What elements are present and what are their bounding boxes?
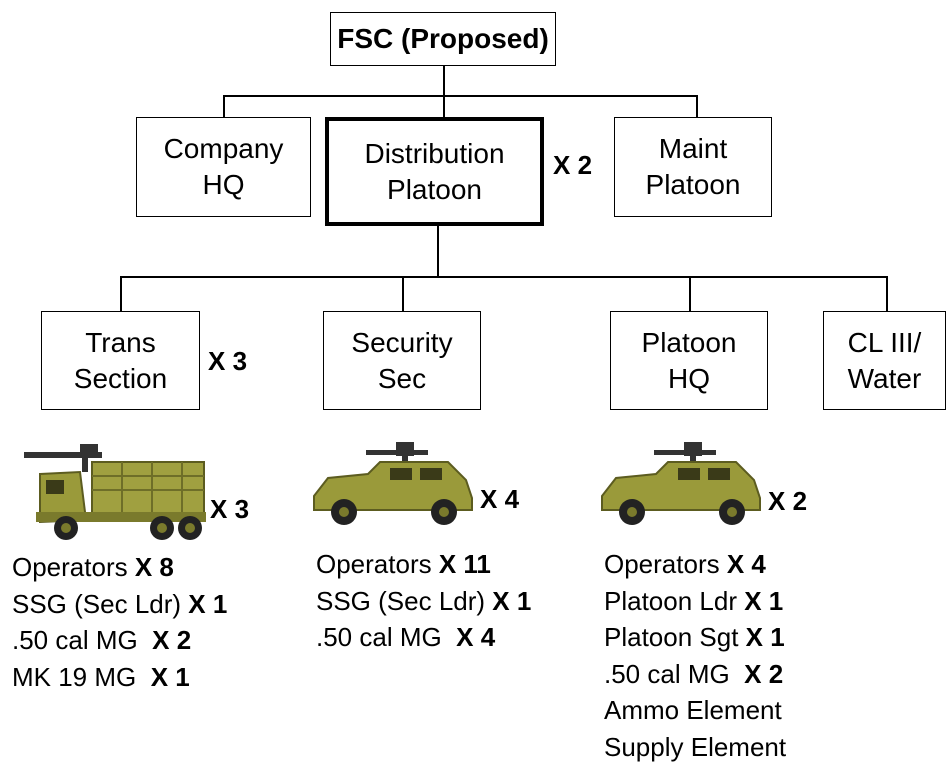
distribution-multiplier: X 2: [553, 150, 593, 180]
trans-personnel-list: Operators X 8 SSG (Sec Ldr) X 1 .50 cal …: [12, 549, 227, 695]
cl3-water-line2: Water: [847, 362, 922, 394]
security-humvee-icon: [313, 442, 473, 525]
list-item: .50 cal MG X 2: [604, 658, 784, 689]
list-item: MK 19 MG X 1: [12, 661, 190, 692]
maint-platoon-box: Maint Platoon: [614, 117, 772, 217]
platoon-hq-line1: Platoon: [641, 326, 737, 358]
connector-level2-horizontal: [223, 95, 697, 97]
maint-platoon-line2: Platoon: [645, 169, 741, 200]
company-hq-line1: Company: [163, 133, 284, 164]
distribution-platoon-line1: Distribution: [364, 137, 505, 169]
distribution-platoon-box: Distribution Platoon: [325, 117, 544, 226]
trans-section-box: Trans Section: [41, 311, 200, 410]
hq-personnel-list: Operators X 4 Platoon Ldr X 1 Platoon Sg…: [604, 546, 786, 765]
list-item: Ammo Element: [604, 695, 782, 725]
list-item: Platoon Sgt X 1: [604, 622, 785, 652]
list-item: Platoon Ldr X 1: [604, 585, 784, 616]
connector-cl3: [886, 276, 888, 312]
company-hq-line2: HQ: [202, 169, 245, 200]
company-hq-box: Company HQ: [136, 117, 311, 217]
cargo-truck-icon: [24, 444, 206, 540]
security-sec-line2: Sec: [377, 362, 427, 394]
connector-maint: [696, 95, 698, 117]
security-sec-line1: Security: [351, 326, 453, 358]
hq-humvee-multiplier: X 2: [768, 486, 808, 516]
connector-trans: [120, 276, 122, 312]
connector-level3-horizontal: [120, 276, 888, 278]
trans-section-line1: Trans: [85, 326, 156, 358]
connector-company-hq: [223, 95, 225, 117]
list-item: SSG (Sec Ldr) X 1: [12, 588, 228, 619]
security-humvee-multiplier: X 4: [480, 484, 520, 514]
security-sec-box: Security Sec: [323, 311, 481, 410]
hq-humvee-icon: [601, 442, 761, 525]
connector-platoon-hq: [689, 276, 691, 312]
platoon-hq-box: Platoon HQ: [610, 311, 768, 410]
list-item: .50 cal MG X 4: [316, 622, 496, 652]
cl3-water-line1: CL III/: [847, 326, 922, 358]
distribution-platoon-line2: Platoon: [387, 173, 482, 205]
trans-multiplier: X 3: [208, 346, 248, 376]
trans-section-line2: Section: [73, 362, 168, 394]
security-personnel-list: Operators X 11 SSG (Sec Ldr) X 1 .50 cal…: [316, 546, 531, 656]
maint-platoon-line1: Maint: [658, 133, 728, 164]
list-item: Operators X 11: [316, 549, 491, 579]
list-item: .50 cal MG X 2: [12, 625, 192, 655]
list-item: Operators X 8: [12, 552, 174, 582]
connector-distribution-down: [437, 225, 439, 277]
list-item: Operators X 4: [604, 549, 766, 579]
list-item: Supply Element: [604, 731, 787, 762]
fsc-proposed-box: FSC (Proposed): [330, 12, 556, 66]
platoon-hq-line2: HQ: [668, 362, 710, 394]
connector-security: [402, 276, 404, 312]
cl3-water-box: CL III/ Water: [823, 311, 946, 410]
connector-distribution: [443, 95, 445, 117]
connector-top-down: [443, 66, 445, 96]
list-item: SSG (Sec Ldr) X 1: [316, 585, 532, 616]
truck-multiplier: X 3: [210, 494, 250, 524]
fsc-proposed-label: FSC (Proposed): [337, 23, 549, 54]
